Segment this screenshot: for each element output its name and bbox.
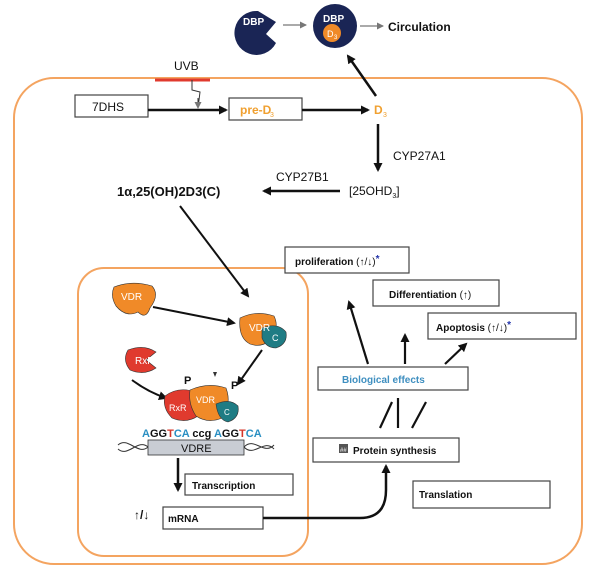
dna-sequence: AGGTCA ccg AGGTCA	[142, 428, 262, 440]
differentiation-box	[372, 279, 500, 307]
phospho-label-1: P	[184, 375, 191, 387]
arrow-d3-to-dbp	[346, 54, 378, 97]
protein-icon	[339, 444, 348, 453]
arrow-calcitriol-to-vdr	[179, 205, 250, 298]
calcitriol-label: 1α,25(OH)2D3(C)	[117, 184, 220, 199]
circulation-label: Circulation	[388, 20, 451, 34]
translation-label: Translation	[419, 490, 472, 501]
dbp-d3-sub: 3	[334, 35, 338, 41]
arrow-rxr-to-heterodimer	[131, 379, 168, 401]
stroke-protein-right	[411, 401, 427, 429]
uvb-ray	[191, 80, 201, 109]
arrow-translation	[263, 464, 391, 520]
dna-strand	[117, 442, 275, 452]
vdr-label-3: VDR	[196, 395, 216, 405]
label-25ohd3: [25OHD3]	[349, 184, 400, 200]
cyp27a1-label: CYP27A1	[393, 149, 446, 163]
nucleus-membrane	[77, 267, 309, 557]
vdr-label-1: VDR	[121, 292, 142, 303]
phospho-marker	[213, 372, 217, 377]
cyp27b1-label: CYP27B1	[276, 170, 329, 184]
stroke-protein-left	[379, 401, 393, 429]
uvb-label: UVB	[174, 59, 199, 73]
label-pre-d3: pre-D	[240, 103, 272, 117]
arrow-to-apoptosis	[444, 342, 468, 365]
rxr-receptor-free: RxR	[125, 347, 157, 373]
label-7dhs: 7DHS	[92, 100, 124, 114]
apoptosis-box	[427, 312, 577, 340]
label-d3: D	[374, 103, 383, 117]
apoptosis-text: Apoptosis (↑/↓)*	[436, 320, 511, 334]
dbp-d3-label: D	[327, 29, 334, 39]
dbp-label-1: DBP	[243, 17, 264, 28]
cell-membrane	[13, 77, 583, 565]
rxr-vdr-heterodimer: P P RxR VDR C	[164, 372, 239, 423]
box-7dhs	[74, 94, 149, 118]
vdr-label-2: VDR	[249, 323, 270, 334]
label-d3-sub: 3	[383, 112, 387, 119]
differentiation-text: Differentiation (↑)	[389, 290, 471, 301]
vdre-element	[147, 439, 245, 456]
arrow-vdr-binding	[152, 306, 236, 327]
protein-icon-glyph: ##	[340, 448, 347, 454]
label-pre-d3-sub: 3	[270, 112, 274, 119]
translation-box	[412, 480, 551, 509]
dbp-protein-bound: DBP D 3	[313, 4, 357, 48]
proliferation-text: proliferation (↑/↓)*	[295, 254, 380, 268]
protein-synthesis-box	[312, 437, 460, 463]
phospho-label-2: P	[231, 380, 238, 392]
c-label-2: C	[224, 408, 230, 417]
transcription-label: Transcription	[192, 481, 255, 492]
arrow-complex-to-heterodimer	[236, 349, 263, 386]
dbp-label-2: DBP	[323, 14, 344, 25]
biological-effects-label: Biological effects	[342, 375, 425, 386]
biological-effects-box	[317, 366, 469, 391]
mrna-label: mRNA	[168, 514, 199, 525]
proliferation-box	[284, 246, 410, 274]
updown-mark: ↑/↓	[134, 508, 149, 522]
vdr-receptor-free: VDR	[112, 282, 156, 316]
dbp-protein-free: DBP	[234, 10, 276, 55]
c-label-1: C	[272, 333, 279, 343]
vdre-label: VDRE	[181, 443, 212, 455]
rxr-label-2: RxR	[169, 403, 187, 413]
vdr-calcitriol-complex: VDR C	[239, 313, 287, 349]
protein-synthesis-label: Protein synthesis	[353, 446, 437, 457]
rxr-label-1: RxR	[135, 356, 154, 367]
transcription-box	[184, 473, 294, 496]
arrow-to-proliferation	[346, 300, 370, 365]
